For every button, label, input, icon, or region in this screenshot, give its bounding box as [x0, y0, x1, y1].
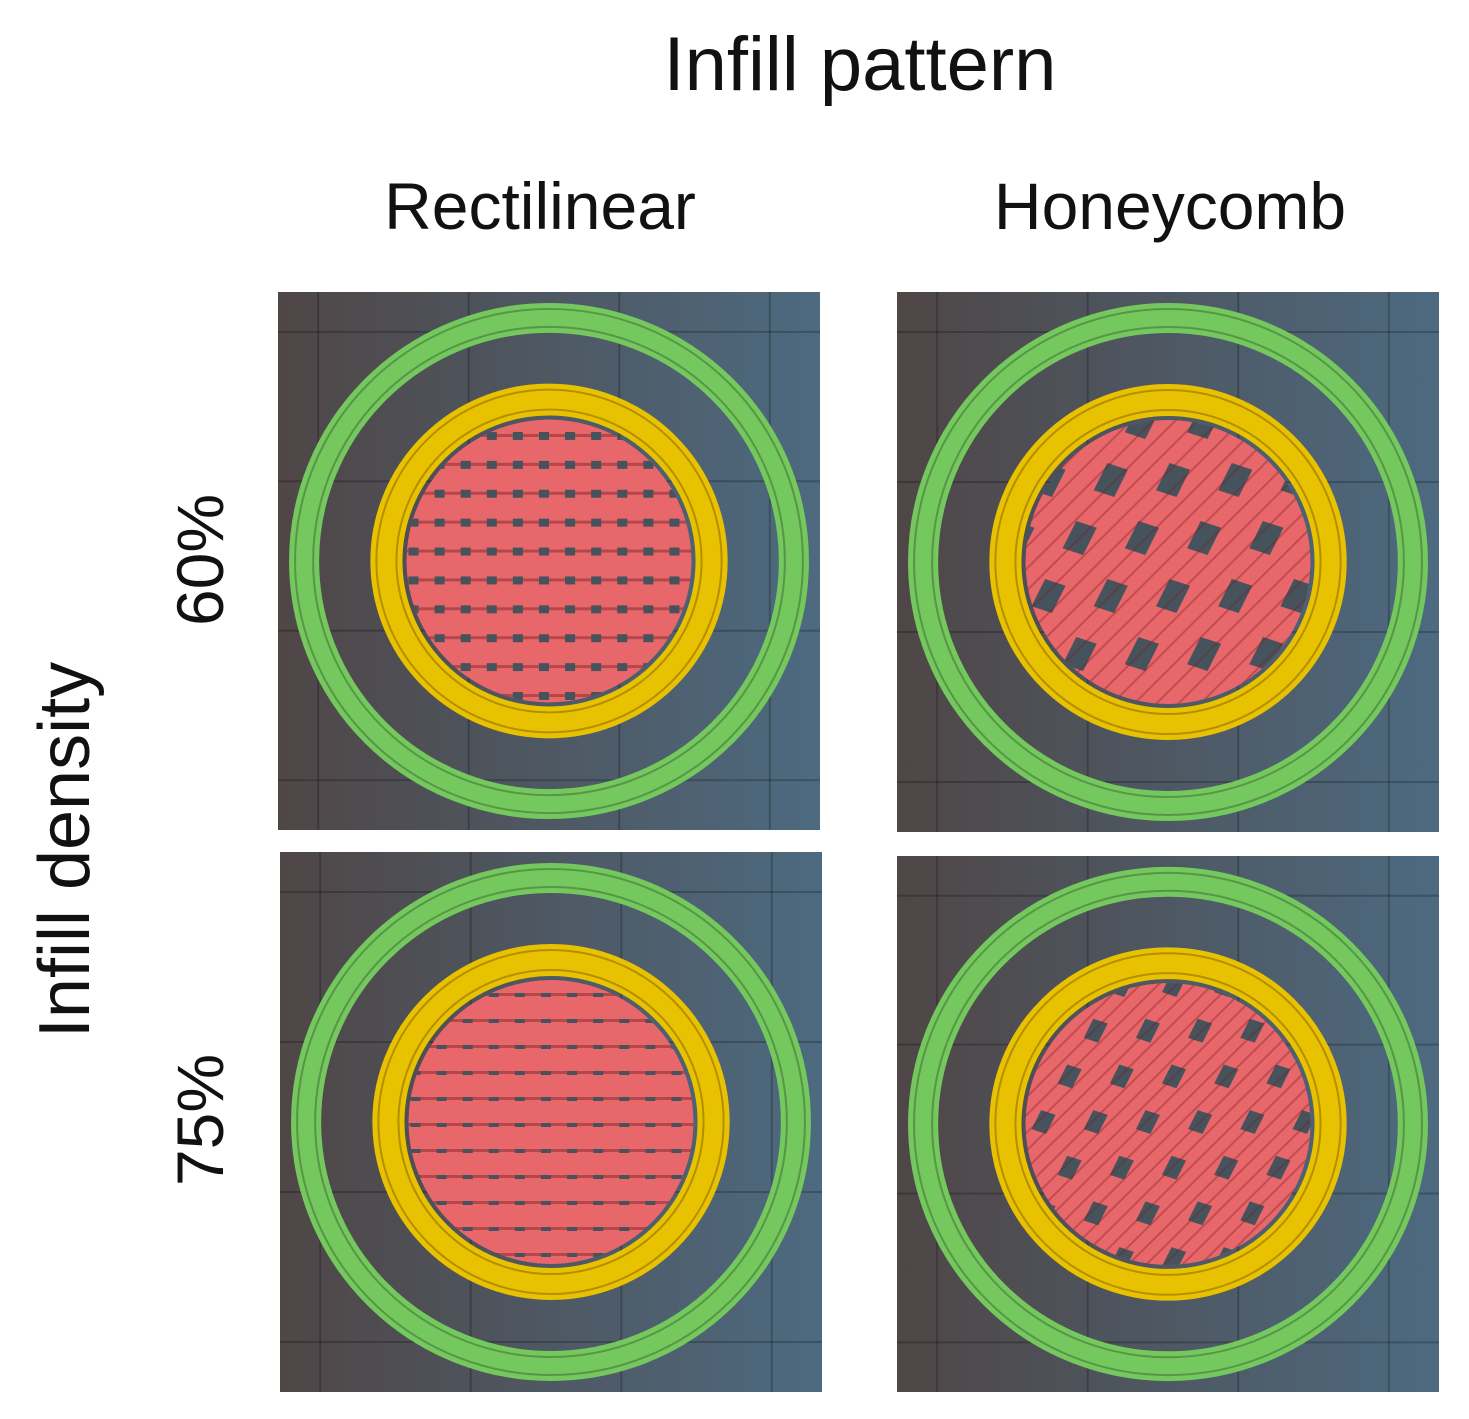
inner-perimeter [989, 947, 1347, 1301]
outer-perimeter [908, 866, 1428, 1382]
row-label-60-text: 60% [163, 493, 238, 627]
inner-perimeter [370, 383, 728, 739]
panel-rectilinear-75 [280, 852, 822, 1392]
infill-preview [897, 856, 1439, 1392]
inner-perimeter [989, 384, 1347, 740]
column-label-rectilinear: Rectilinear [384, 169, 696, 243]
panel-honeycomb-60 [897, 292, 1439, 832]
infill-preview [897, 292, 1439, 832]
outer-perimeter [908, 303, 1428, 821]
outer-perimeter [289, 302, 809, 820]
panel-honeycomb-75 [897, 856, 1439, 1392]
infill-preview [280, 852, 822, 1392]
row-label-60: 60% [150, 430, 250, 690]
inner-perimeter [372, 944, 730, 1300]
infill [406, 419, 692, 703]
row-axis-label-text: Infill density [25, 661, 106, 1039]
row-axis-label: Infill density [10, 620, 120, 1080]
row-label-75-text: 75% [163, 1053, 238, 1187]
infill-preview [278, 292, 820, 830]
outer-perimeter [291, 863, 811, 1381]
figure-title: Infill pattern [663, 22, 1057, 107]
row-label-75: 75% [150, 990, 250, 1250]
panel-rectilinear-60 [278, 292, 820, 830]
column-label-honeycomb: Honeycomb [993, 169, 1347, 243]
